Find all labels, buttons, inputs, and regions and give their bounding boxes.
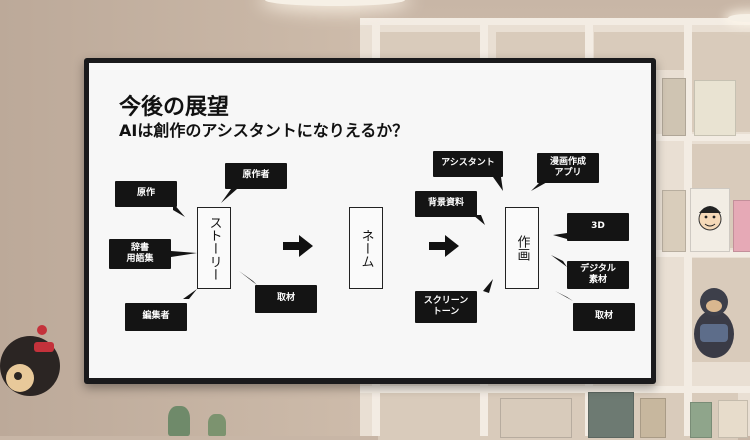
plant-pot xyxy=(208,414,226,436)
label-text: アプリ xyxy=(554,168,582,178)
label-text: 素材 xyxy=(588,275,607,285)
label-assistant: アシスタント xyxy=(433,151,503,177)
slide-title: 今後の展望 xyxy=(119,95,230,120)
label-original: 原作 xyxy=(115,181,177,207)
book-cover xyxy=(588,392,634,438)
stage-story: ストーリー xyxy=(197,207,231,289)
flow-arrow-icon xyxy=(283,235,313,257)
label-digital-materials: デジタル 素材 xyxy=(567,261,629,289)
label-text: 取材 xyxy=(276,293,295,304)
character-figure xyxy=(0,325,60,396)
book-cover xyxy=(733,200,750,252)
label-text: 辞書 xyxy=(130,242,149,253)
shelf-board xyxy=(360,386,750,393)
label-text: 3D xyxy=(591,221,605,232)
label-text: 漫画作成 xyxy=(549,156,586,167)
stage-drawing: 作画 xyxy=(505,207,539,289)
label-editor: 編集者 xyxy=(125,303,187,331)
label-text: スクリーン xyxy=(423,295,469,306)
label-research-drawing: 取材 xyxy=(573,303,635,331)
ceiling-light xyxy=(265,0,405,6)
presentation-slide: 今後の展望 AIは創作のアシスタントになりえるか？ ストーリー ネーム 作画 原… xyxy=(89,63,651,378)
book-cover xyxy=(694,80,736,136)
label-text: デジタル xyxy=(580,263,616,274)
label-manga-app: 漫画作成 アプリ xyxy=(537,153,599,183)
label-text: 背景資料 xyxy=(427,198,464,209)
book-cover xyxy=(718,400,748,438)
label-text: 取材 xyxy=(594,311,613,322)
label-research-story: 取材 xyxy=(255,285,317,313)
book-cover xyxy=(500,398,572,438)
plant-pot xyxy=(168,406,190,436)
book-cover xyxy=(640,398,666,438)
book-cover xyxy=(690,188,730,252)
label-text: 編集者 xyxy=(142,311,170,322)
book-cover xyxy=(662,78,686,136)
flow-arrow-icon xyxy=(429,235,459,257)
label-text: アシスタント xyxy=(441,158,495,169)
ceiling-light xyxy=(728,14,750,22)
shelf-board xyxy=(650,250,750,257)
slide-subtitle: AIは創作のアシスタントになりえるか？ xyxy=(119,121,409,140)
stage-name: ネーム xyxy=(349,207,383,289)
shelf-board xyxy=(650,134,750,141)
label-screentone: スクリーン トーン xyxy=(415,291,477,323)
label-text: トーン xyxy=(432,307,460,317)
toy-figure xyxy=(694,288,734,358)
label-original-author: 原作者 xyxy=(225,163,287,189)
book-cover xyxy=(690,402,712,438)
shelf-post xyxy=(684,18,692,436)
label-text: 原作者 xyxy=(242,170,270,181)
label-text: 原作 xyxy=(136,188,155,199)
label-background-materials: 背景資料 xyxy=(415,191,477,217)
label-3d: 3D xyxy=(567,213,629,241)
book-cover xyxy=(662,190,686,252)
shelf-board xyxy=(360,18,750,25)
label-text: 用語集 xyxy=(126,254,154,264)
label-dictionary: 辞書 用語集 xyxy=(109,239,171,269)
